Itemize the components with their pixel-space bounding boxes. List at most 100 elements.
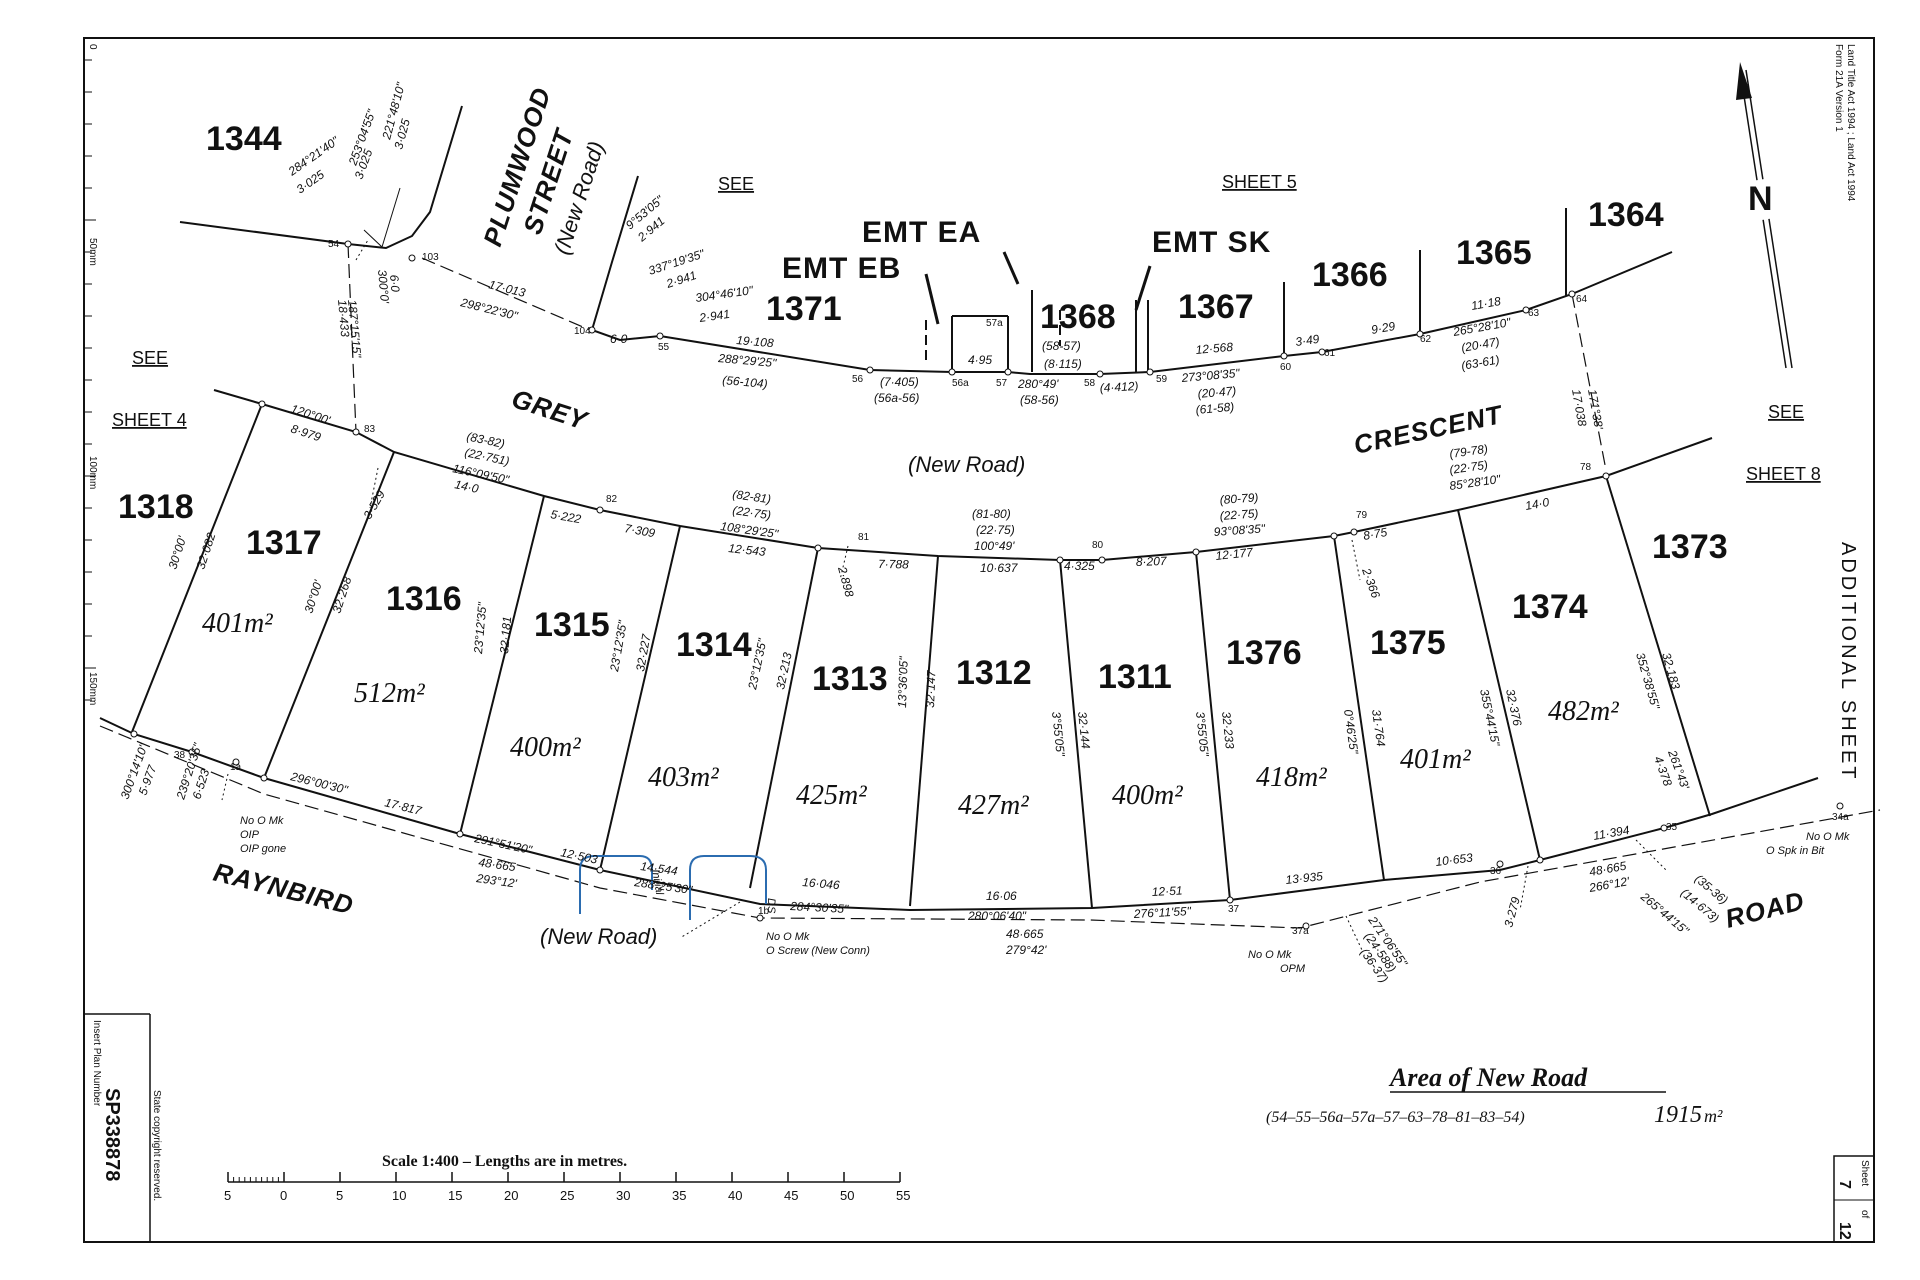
truncation-marks [579,855,767,920]
dimension-label: (61-58) [1195,400,1235,417]
dimension-label: 13°36'05" [895,656,911,709]
easement-ea: EMT EA [862,216,981,249]
survey-point-label: 56 [852,374,864,385]
dimension-label: 288°29'25" [717,351,778,370]
dimension-label: (22·75) [732,503,772,522]
dimension-label: 12·543 [728,541,767,559]
survey-point-label: 62 [1420,334,1432,345]
dimension-label: 14·0 [453,477,480,496]
survey-point-label: 37a [1292,926,1309,937]
lot-1373: 1373 [1652,528,1728,566]
dimension-label: 2·366 [1359,565,1383,600]
sheet-number: 7 [1836,1180,1853,1189]
dimension-label: 16·046 [802,875,841,892]
dimension-label: 300°0' [375,269,392,305]
note-1a-1: No O Mk [240,815,284,827]
dimension-label: 100°49' [974,539,1015,553]
survey-point-label: 64 [1576,294,1588,305]
survey-point-label: 103 [422,252,439,263]
dimension-label: 17·013 [487,277,527,300]
dimension-label: (7·405) [880,375,919,389]
scale-tick-label: 5 [224,1188,231,1203]
dimension-label: 7·309 [623,521,656,540]
dimension-label: 2·898 [835,564,857,599]
note-1a-3: OIP gone [240,843,286,855]
survey-point-label: 57 [996,378,1008,389]
lot-1344: 1344 [206,120,282,158]
lower-boundaries [99,389,1819,912]
dimension-label: 23°12'35" [607,619,630,674]
dimension-label: 19·108 [736,333,775,350]
scale-tick-label: 5 [336,1188,343,1203]
survey-point-label: 34a [1832,812,1849,823]
dimension-label: 0°46'25" [1341,708,1361,755]
road-raynbird: RAYNBIRD [211,857,357,921]
sheet-border [83,37,1875,1243]
survey-point-label: 58 [1084,378,1096,389]
dimension-label: (58-57) [1042,339,1081,353]
lot-1311: 1311 [1098,658,1172,696]
dimension-label: 12·568 [1195,340,1234,357]
dimension-label: (20·47) [1197,384,1237,401]
dimension-label: 31·764 [1369,708,1388,747]
survey-point-label: 36 [1490,866,1502,877]
dimension-label: 11·18 [1470,294,1502,313]
copyright: State copyright reserved. [151,1090,162,1201]
act-reference: Land Title Act 1994 ; Land Act 1994 [1845,44,1856,202]
dimension-label: 23°12'35" [471,601,490,655]
dimension-label: 12·177 [1215,545,1255,563]
dimension-label: 352°38'55" [1633,651,1663,711]
dimension-label: (20·47) [1460,334,1501,355]
lot-1317: 1317 [246,524,322,562]
survey-point-label: 56a [952,378,969,389]
see-left: SEE [132,348,168,368]
scale-tick-label: 55 [896,1188,910,1203]
survey-point-label: 1b [758,906,770,917]
scale-tick-label: 35 [672,1188,686,1203]
dimension-label: 273°08'35" [1180,366,1241,385]
road-new-low: (New Road) [540,924,657,949]
dimension-label: 355°44'15" [1477,688,1503,748]
dimension-label: 276°11'55" [1132,904,1192,921]
see-sheet8: SHEET 8 [1746,464,1821,484]
dimension-label: 32·183 [1659,651,1683,691]
note-1a-2: OIP [240,829,260,841]
dimension-label: 3°55'05" [1049,711,1068,758]
note-1b-2: O Screw (New Conn) [766,945,870,957]
dimension-label: (56a-56) [874,391,919,405]
lot-1313: 1313 [812,660,888,698]
dimension-label: 14·0 [1524,495,1550,513]
scale-tick-label: 15 [448,1188,462,1203]
easement-sk: EMT SK [1152,226,1271,259]
left-ruler [84,59,96,701]
lot-1315: 1315 [534,606,610,644]
note-initial: Initial [649,868,665,896]
survey-point-label: 37 [1228,904,1240,915]
dimension-label: (8·115) [1044,357,1082,371]
dimension-label: 3·279 [1501,895,1523,929]
dimension-label: 18·433 [335,299,352,338]
lot-1368: 1368 [1040,298,1116,336]
dimension-label: 48·665 [1588,859,1628,879]
see-top: SEE [718,174,754,194]
lot-1316: 1316 [386,580,462,618]
survey-point-label: 1a [230,762,242,773]
dimension-label: 280°06'40" [967,909,1027,923]
scale-tick-label: 50 [840,1188,854,1203]
sheet-total: 12 [1836,1222,1853,1240]
survey-point-label: 60 [1280,362,1292,373]
survey-point-label: 57a [986,318,1003,329]
see-sheet5: SHEET 5 [1222,172,1297,192]
note-37a-2: OPM [1280,963,1306,975]
dimension-label: 32·082 [194,531,219,571]
dimension-label: 304°46'10" [694,283,754,305]
area-1375: 401m² [1400,744,1471,775]
of-label: of [1859,1210,1870,1219]
area-1312: 427m² [958,790,1029,821]
dimension-label: 17·038 [1569,388,1589,428]
new-road-area-title: Area of New Road [1388,1063,1588,1092]
lot-1312: 1312 [956,654,1032,692]
